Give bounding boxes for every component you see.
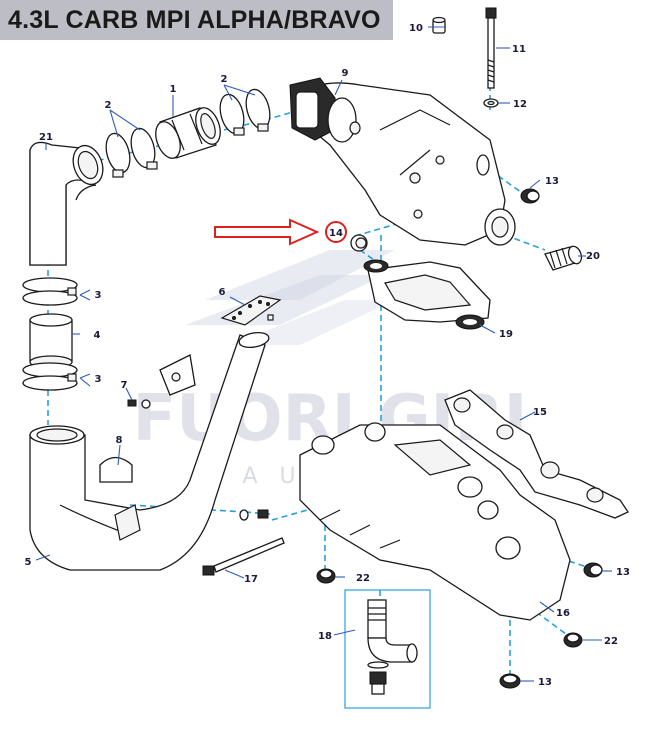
- page-title: 4.3L CARB MPI ALPHA/BRAVO: [8, 5, 381, 34]
- callout-15: 15: [533, 407, 547, 418]
- part-3-4-clamps-hose: [22, 277, 78, 391]
- part-16-manifold: [299, 422, 571, 621]
- callout-6: 6: [219, 287, 226, 298]
- callout-2: 2: [221, 74, 228, 85]
- part-1-hose: [155, 107, 221, 159]
- leader-lines: [35, 26, 612, 682]
- part-5-exhaust-pipe: [29, 331, 270, 571]
- part-8-gasket: [99, 456, 133, 483]
- part-10-cap: [432, 16, 446, 34]
- part-19-gasket: [363, 259, 491, 330]
- part-15-gasket: [444, 389, 629, 519]
- callout-12: 12: [513, 99, 527, 110]
- part-18-fitting-inset: [344, 589, 431, 709]
- callout-3: 3: [95, 290, 102, 301]
- highlight-arrow: [214, 218, 320, 246]
- highlight-circle: [325, 221, 347, 243]
- callout-5: 5: [25, 557, 32, 568]
- part-2-clamps-left: [105, 127, 158, 178]
- callout-10: 10: [409, 23, 423, 34]
- callout-17: 17: [244, 574, 258, 585]
- part-14-plug: [350, 234, 368, 252]
- callout-13: 13: [545, 176, 559, 187]
- callout-13: 13: [538, 677, 552, 688]
- callout-16: 16: [556, 608, 570, 619]
- callout-22: 22: [604, 636, 618, 647]
- part-13-plugs-lower: [499, 562, 603, 689]
- callout-1: 1: [170, 84, 177, 95]
- title-bar: 4.3L CARB MPI ALPHA/BRAVO: [0, 0, 393, 40]
- callout-11: 11: [512, 44, 526, 55]
- part-11-bolt: [485, 7, 497, 89]
- callout-13: 13: [616, 567, 630, 578]
- callout-19: 19: [499, 329, 513, 340]
- part-2-clamps-right: [219, 88, 271, 136]
- callout-7: 7: [121, 380, 128, 391]
- part-9-exhaust-elbow: [289, 77, 516, 246]
- part-20-fitting: [544, 245, 583, 271]
- callout-21: 21: [39, 132, 53, 143]
- callout-20: 20: [586, 251, 600, 262]
- callout-22: 22: [356, 573, 370, 584]
- callout-18: 18: [318, 631, 332, 642]
- callout-2: 2: [105, 100, 112, 111]
- callout-4: 4: [94, 330, 101, 341]
- part-22-plugs: [316, 568, 583, 648]
- callout-3: 3: [95, 374, 102, 385]
- part-12-washer: [483, 98, 499, 108]
- callout-9: 9: [342, 68, 349, 79]
- callout-8: 8: [116, 435, 123, 446]
- callout-labels: 1 2 2 3 3 4 5 6 7 8 9 10 11 12 13 13 13 …: [25, 23, 630, 688]
- part-13-plug-top: [520, 188, 540, 204]
- part-17-bolt: [202, 509, 285, 576]
- part-21-elbow: [29, 141, 104, 266]
- callout-14: 14: [329, 228, 343, 239]
- part-7-screw-bracket: [127, 354, 196, 409]
- part-6-plate: [220, 295, 282, 326]
